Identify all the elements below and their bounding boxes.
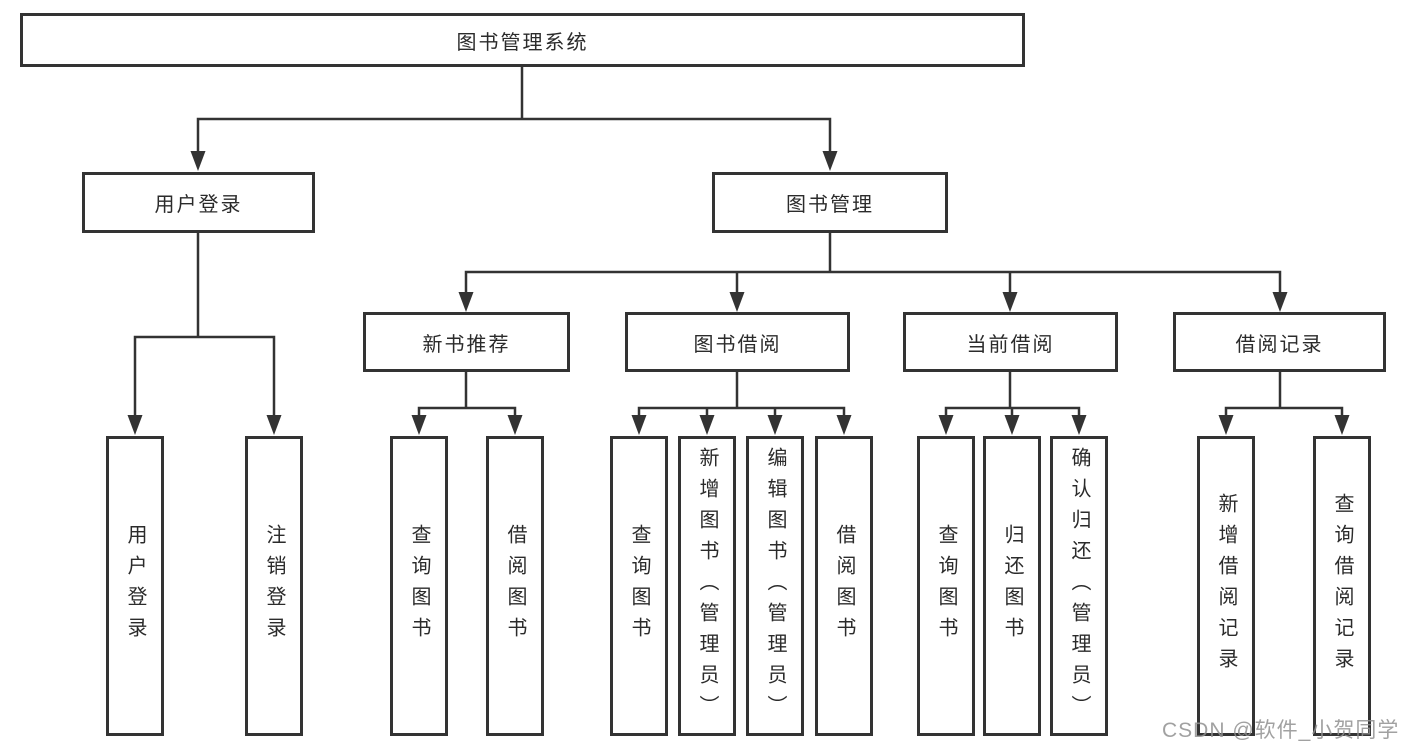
leaf-label: 新增借阅记录 bbox=[1215, 493, 1237, 679]
leaf-label: 注销登录 bbox=[263, 524, 285, 648]
leaf-user-login: 用户登录 bbox=[106, 436, 164, 736]
leaf-label: 用户登录 bbox=[124, 524, 146, 648]
arrowhead bbox=[836, 415, 852, 435]
leaf-borrow-books-1: 借阅图书 bbox=[486, 436, 544, 736]
leaf-label: 编辑图书（管理员） bbox=[764, 446, 786, 726]
connector-root-to-level2 bbox=[190, 65, 838, 171]
leaf-add-books-admin: 新增图书（管理员） bbox=[678, 436, 736, 736]
leaf-query-books-3: 查询图书 bbox=[917, 436, 975, 736]
arrowhead bbox=[1218, 415, 1234, 435]
leaf-label: 查询借阅记录 bbox=[1331, 493, 1353, 679]
connector-borrow-to-leaves bbox=[631, 370, 852, 435]
arrowhead bbox=[458, 292, 474, 312]
node-book-borrow: 图书借阅 bbox=[625, 312, 850, 372]
arrowhead bbox=[411, 415, 427, 435]
node-root: 图书管理系统 bbox=[20, 13, 1025, 67]
leaf-label: 借阅图书 bbox=[833, 524, 855, 648]
arrowhead bbox=[507, 415, 523, 435]
node-book-management: 图书管理 bbox=[712, 172, 948, 233]
leaf-label: 新增图书（管理员） bbox=[696, 446, 718, 726]
connector-newbook-to-leaves bbox=[411, 370, 523, 435]
connector-records-to-leaves bbox=[1218, 370, 1350, 435]
connector-current-to-leaves bbox=[938, 370, 1087, 435]
arrowhead bbox=[190, 151, 206, 171]
watermark: CSDN @软件_小贺同学 bbox=[1162, 719, 1400, 742]
arrowhead bbox=[1272, 292, 1288, 312]
leaf-label: 查询图书 bbox=[628, 524, 650, 648]
leaf-label: 确认归还（管理员） bbox=[1068, 446, 1090, 726]
leaf-query-books-1: 查询图书 bbox=[390, 436, 448, 736]
leaf-logout: 注销登录 bbox=[245, 436, 303, 736]
leaf-label: 借阅图书 bbox=[504, 524, 526, 648]
arrowhead bbox=[266, 415, 282, 435]
leaf-add-borrow-record: 新增借阅记录 bbox=[1197, 436, 1255, 736]
leaf-confirm-return-admin: 确认归还（管理员） bbox=[1050, 436, 1108, 736]
node-user-login: 用户登录 bbox=[82, 172, 315, 233]
arrowhead bbox=[767, 415, 783, 435]
leaf-edit-books-admin: 编辑图书（管理员） bbox=[746, 436, 804, 736]
arrowhead bbox=[1002, 292, 1018, 312]
arrowhead bbox=[729, 292, 745, 312]
connector-bookmgmt-to-level3 bbox=[458, 230, 1288, 312]
connector-userlogin-to-leaves bbox=[127, 230, 282, 435]
leaf-query-borrow-record: 查询借阅记录 bbox=[1313, 436, 1371, 736]
leaf-return-books: 归还图书 bbox=[983, 436, 1041, 736]
leaf-label: 归还图书 bbox=[1001, 524, 1023, 648]
arrowhead bbox=[1334, 415, 1350, 435]
leaf-label: 查询图书 bbox=[935, 524, 957, 648]
arrowhead bbox=[1071, 415, 1087, 435]
arrowhead bbox=[631, 415, 647, 435]
node-current-borrow: 当前借阅 bbox=[903, 312, 1118, 372]
node-borrow-records: 借阅记录 bbox=[1173, 312, 1386, 372]
leaf-borrow-books-2: 借阅图书 bbox=[815, 436, 873, 736]
leaf-query-books-2: 查询图书 bbox=[610, 436, 668, 736]
arrowhead bbox=[822, 151, 838, 171]
node-new-book-recommend: 新书推荐 bbox=[363, 312, 570, 372]
leaf-label: 查询图书 bbox=[408, 524, 430, 648]
arrowhead bbox=[699, 415, 715, 435]
arrowhead bbox=[1004, 415, 1020, 435]
arrowhead bbox=[938, 415, 954, 435]
arrowhead bbox=[127, 415, 143, 435]
